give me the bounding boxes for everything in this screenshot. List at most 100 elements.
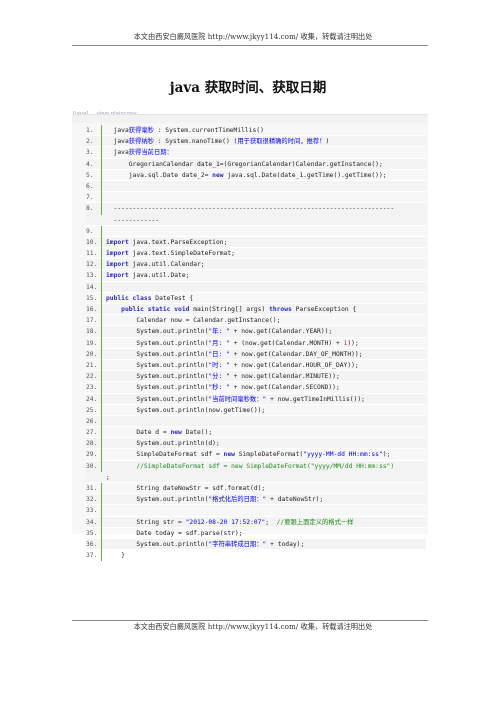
code-line: 10. import java.text.ParseException; <box>86 236 426 249</box>
line-number: 30. <box>86 460 102 472</box>
code-text: System.out.println(now.getTime()); <box>106 406 266 414</box>
code-text: System.out.println("分: " + now.get(Calen… <box>106 373 340 381</box>
line-number: 21. <box>86 359 102 372</box>
code-line: 24. System.out.println("当前时间毫秒数：" + now.… <box>86 393 426 405</box>
document-title: java 获取时间、获取日期 <box>169 80 327 96</box>
line-number: 37. <box>86 550 102 562</box>
code-line: 7. <box>86 192 426 204</box>
code-line: 25. System.out.println(now.getTime()); <box>86 404 426 416</box>
code-line: 36. System.out.println("字符串转成日期：" + toda… <box>86 538 426 551</box>
code-text: import java.util.Date; <box>106 272 190 280</box>
line-number: 2. <box>86 136 102 148</box>
line-number: 7. <box>86 192 102 204</box>
line-number: 12. <box>86 259 102 271</box>
line-number: 20. <box>86 348 102 360</box>
code-text: System.out.println("年: " + now.get(Calen… <box>106 328 333 336</box>
line-number: 29. <box>86 449 102 461</box>
code-line: 4. GregorianCalendar date_1=(GregorianCa… <box>86 158 426 170</box>
line-number: 31. <box>86 483 102 495</box>
code-line: 20. System.out.println("日: " + now.get(C… <box>86 348 426 360</box>
line-number: 25. <box>86 404 102 416</box>
line-number: 18. <box>86 326 102 338</box>
code-text: Date d = new Date(); <box>106 429 213 437</box>
line-number: 36. <box>86 538 102 551</box>
code-line: 37. } <box>86 550 426 562</box>
code-text: java获得纳秒 : System.nanoTime() (用于获取很精确的时间… <box>106 138 330 146</box>
line-number: 13. <box>86 270 102 282</box>
line-number: 10. <box>86 236 102 249</box>
code-text: import java.util.Calendar; <box>106 261 205 269</box>
footer-rule <box>72 620 428 621</box>
page-header-text: 本文由西安白癜风医院 http://www.jkyy114.com/ 收集，转载… <box>133 32 373 41</box>
line-number: 8. <box>86 203 102 215</box>
line-number: 4. <box>86 158 102 170</box>
code-text: } <box>106 552 125 560</box>
code-line: 35. Date today = sdf.parse(str); <box>86 527 426 539</box>
line-number: 11. <box>86 248 102 260</box>
code-line: 23. System.out.println("秒: " + now.get(C… <box>86 382 426 394</box>
code-text: SimpleDateFormat sdf = new SimpleDateFor… <box>106 451 391 459</box>
code-text: ----------------------------------------… <box>113 205 395 224</box>
line-number: 28. <box>86 438 102 450</box>
line-number: 6. <box>86 180 102 193</box>
line-number: 32. <box>86 494 102 506</box>
code-line: 34. String str = "2012-08-20 17:52:07"; … <box>86 516 426 528</box>
code-text: GregorianCalendar date_1=(GregorianCalen… <box>106 160 383 168</box>
code-line: 5. java.sql.Date date_2= new java.sql.Da… <box>86 169 426 181</box>
line-number: 35. <box>86 527 102 539</box>
code-line: 6. <box>86 180 426 193</box>
line-number: 23. <box>86 382 102 394</box>
code-line: 18. System.out.println("年: " + now.get(C… <box>86 326 426 338</box>
code-line: 8. -------------------------------------… <box>86 203 426 226</box>
code-line: 26. <box>86 415 426 428</box>
code-line: 33. <box>86 505 426 517</box>
code-toolbar: [java] view plaincopy <box>73 100 428 117</box>
code-line: 14. <box>86 281 426 293</box>
code-line: 9. <box>86 225 426 237</box>
code-text: System.out.println("时: " + now.get(Calen… <box>106 361 359 369</box>
line-number: 16. <box>86 304 102 316</box>
line-number: 33. <box>86 505 102 517</box>
code-text: System.out.println("日: " + now.get(Calen… <box>106 350 363 358</box>
line-number: 34. <box>86 516 102 528</box>
code-text: java获得毫秒 : System.currentTimeMillis() <box>106 127 264 134</box>
code-line: 29. SimpleDateFormat sdf = new SimpleDat… <box>86 449 426 461</box>
line-number: 1. <box>86 125 102 137</box>
code-text: System.out.println("格式化后的日期：" + dateNowS… <box>106 496 324 504</box>
line-number: 19. <box>86 337 102 349</box>
line-number: 9. <box>86 225 102 237</box>
code-block: 1. java获得毫秒 : System.currentTimeMillis()… <box>72 114 428 562</box>
line-number: 15. <box>86 292 102 305</box>
code-line: 22. System.out.println("分: " + now.get(C… <box>86 371 426 383</box>
code-line: 16. public static void main(String[] arg… <box>86 304 426 316</box>
code-text: Date today = sdf.parse(str); <box>106 529 243 537</box>
code-text: public static void main(String[] args) t… <box>121 306 357 314</box>
code-text: Calendar now = Calendar.getInstance(); <box>106 317 281 325</box>
code-line: 28. System.out.println(d); <box>86 438 426 450</box>
header-rule <box>72 45 428 46</box>
code-text: import java.text.ParseException; <box>106 238 228 246</box>
code-text: System.out.println("当前时间毫秒数：" + now.getT… <box>106 395 365 403</box>
code-text: //SimpleDateFormat sdf = new SimpleDateF… <box>106 462 395 481</box>
code-text: import java.text.SimpleDateFormat; <box>106 250 235 258</box>
code-line: 30. //SimpleDateFormat sdf = new SimpleD… <box>86 460 426 484</box>
code-line-list: 1. java获得毫秒 : System.currentTimeMillis()… <box>86 125 426 562</box>
code-line: 19. System.out.println("月: " + (now.get(… <box>86 337 426 349</box>
code-text: System.out.println(d); <box>106 440 220 448</box>
line-number: 22. <box>86 371 102 383</box>
line-number: 3. <box>86 147 102 159</box>
line-number: 14. <box>86 281 102 293</box>
line-number: 27. <box>86 427 102 439</box>
code-text: System.out.println("秒: " + now.get(Calen… <box>106 384 340 392</box>
line-number: 24. <box>86 393 102 405</box>
code-line: 27. Date d = new Date(); <box>86 427 426 439</box>
code-text: java.sql.Date date_2= new java.sql.Date(… <box>106 171 387 179</box>
code-line: 31. String dateNowStr = sdf.format(d); <box>86 483 426 495</box>
code-text: System.out.println("字符串转成日期：" + today); <box>106 540 305 548</box>
code-line: 12. import java.util.Calendar; <box>86 259 426 271</box>
code-text: java获得当前日期： <box>106 149 173 157</box>
code-line: 21. System.out.println("时: " + now.get(C… <box>86 359 426 372</box>
line-number: 5. <box>86 169 102 181</box>
line-number: 17. <box>86 315 102 327</box>
code-block-top-strip <box>72 115 428 123</box>
